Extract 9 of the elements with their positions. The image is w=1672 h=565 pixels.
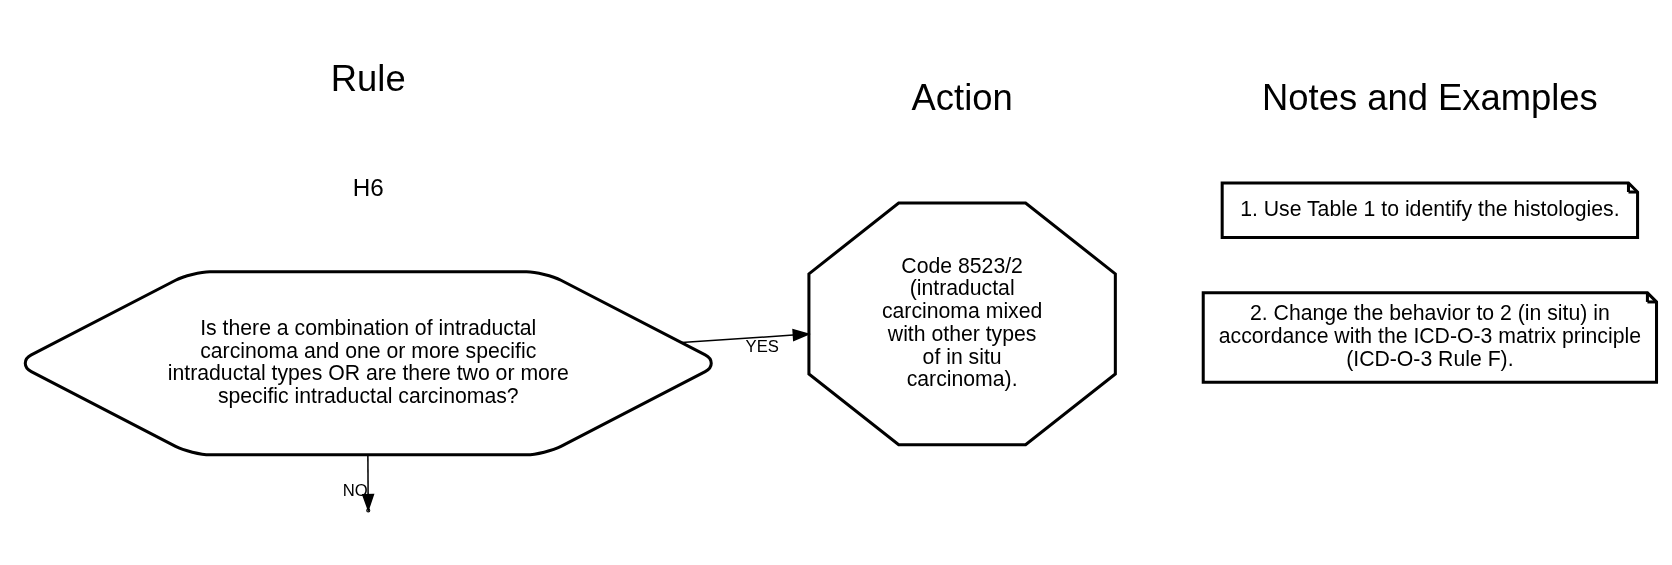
- arrow: [361, 454, 375, 513]
- label: Notes and Examples: [1262, 77, 1598, 119]
- label: Action: [911, 77, 1013, 119]
- edge-label: NO: [342, 480, 368, 500]
- label: Rule: [330, 57, 406, 99]
- label: H6: [352, 174, 384, 202]
- node-ellipse: Is there a combination of intraductal carcinoma and one or more specific intraductal types OR are there two or more specific intraductal carcinomas?: [23, 270, 713, 457]
- arrow: [680, 328, 811, 344]
- edge-label: YES: [745, 336, 779, 356]
